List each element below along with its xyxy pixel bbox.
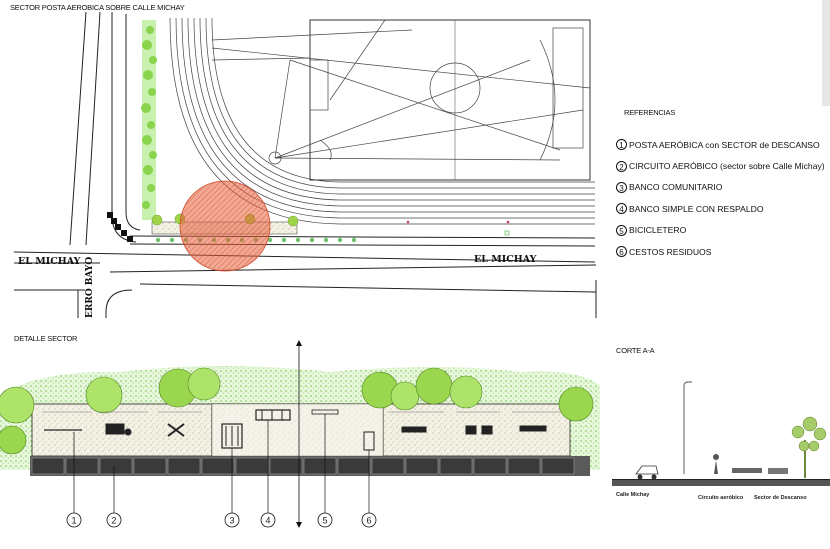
reference-text: CESTOS RESIDUOS xyxy=(629,246,712,257)
reference-number: 4 xyxy=(616,203,627,215)
detail-pavement xyxy=(30,456,590,476)
section-label-street: Calle Michay xyxy=(616,492,650,498)
callout-6: 6 xyxy=(361,512,377,528)
detail-trees xyxy=(0,367,594,455)
reference-text: POSTA AERÓBICA con SECTOR de DESCANSO xyxy=(629,139,820,150)
reference-number: 5 xyxy=(616,224,627,236)
reference-text: CIRCUITO AERÓBICO (sector sobre Calle Mi… xyxy=(629,161,825,172)
plan-streets xyxy=(13,11,597,318)
reference-number: 6 xyxy=(616,246,627,258)
section-ground xyxy=(612,381,830,486)
callout-2-label: 2 xyxy=(111,516,116,526)
panel-shadow xyxy=(822,0,830,106)
street-label-left: EL MICHAY xyxy=(18,256,81,267)
callout-2: 2 xyxy=(106,512,122,528)
detail-title: DETALLE SECTOR xyxy=(14,334,78,343)
callout-4: 4 xyxy=(260,512,276,528)
section-label-rest: Sector de Descanso xyxy=(754,495,807,501)
reference-number: 3 xyxy=(616,181,627,193)
street-label-right: EL MICHAY xyxy=(474,254,537,265)
callout-leaders xyxy=(73,414,370,514)
street-label-vertical: ERRO BAYO xyxy=(85,257,95,318)
reference-text: BICICLETERO xyxy=(629,225,687,236)
reference-number: 2 xyxy=(616,160,627,172)
hedge-vegetation xyxy=(141,20,157,220)
plan-title: SECTOR POSTA AEROBICA SOBRE CALLE MICHAY xyxy=(10,3,185,12)
references-title: REFERENCIAS xyxy=(624,108,676,117)
section-label-circuit: Circuito aeróbico xyxy=(698,495,744,501)
callout-5: 5 xyxy=(317,512,333,528)
reference-number: 1 xyxy=(616,139,627,151)
reference-text: BANCO SIMPLE CON RESPALDO xyxy=(629,203,764,214)
detail-background xyxy=(0,366,600,470)
highlight-circle xyxy=(179,180,271,272)
reference-text: BANCO COMUNITARIO xyxy=(629,182,723,193)
section-title: CORTE A-A xyxy=(616,346,655,355)
callout-1: 1 xyxy=(66,512,82,528)
callout-4-label: 4 xyxy=(265,516,270,526)
callout-3: 3 xyxy=(224,512,240,528)
callout-5-label: 5 xyxy=(322,516,327,526)
section-cut-line xyxy=(296,340,302,528)
callout-1-label: 1 xyxy=(71,516,76,526)
callout-3-label: 3 xyxy=(229,516,234,526)
callout-6-label: 6 xyxy=(366,516,371,526)
athletic-track xyxy=(169,17,595,225)
